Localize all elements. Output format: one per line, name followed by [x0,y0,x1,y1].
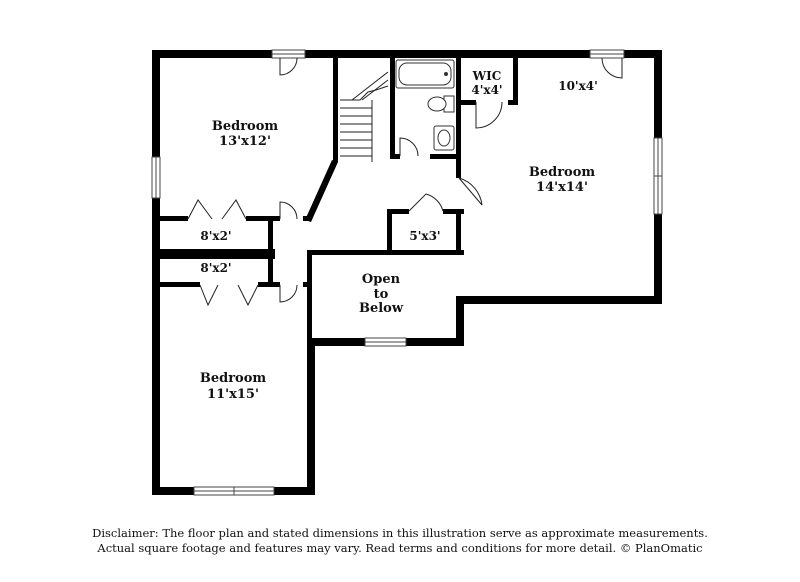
open-below-line1: Open [362,272,401,287]
nook-dim: 10'x4' [558,79,598,93]
disclaimer: Disclaimer: The floor plan and stated di… [0,526,800,556]
toilet-bowl-icon [427,96,447,112]
bedroom-sw-dim: 11'x15' [207,387,259,402]
closet-upper-dim: 8'x2' [200,229,231,243]
exterior-walls [152,50,662,495]
bath-fixtures [395,59,455,151]
bedroom-nw-dim: 13'x12' [219,134,271,149]
windows [151,49,663,496]
closet-lower-dim: 8'x2' [200,261,231,275]
closet-mid-dim: 5'x3' [409,229,440,243]
bedroom-sw-label: Bedroom [200,371,267,386]
open-below-line2: to [374,287,389,302]
diagonal-wall [305,160,338,222]
wic-label: WIC [472,69,502,83]
bedroom-e-dim: 14'x14' [536,180,588,195]
wic-dim: 4'x4' [471,83,502,97]
door-swings [187,57,623,307]
disclaimer-line-2: Actual square footage and features may v… [97,541,703,555]
open-below-line3: Below [359,301,404,316]
bedroom-e-label: Bedroom [529,165,596,180]
disclaimer-line-1: Disclaimer: The floor plan and stated di… [92,526,708,540]
room-labels: Bedroom 13'x12' 8'x2' 8'x2' Bedroom 11'x… [200,69,598,402]
bedroom-nw-label: Bedroom [212,119,279,134]
stairs [340,71,389,162]
interior-walls [160,58,518,346]
